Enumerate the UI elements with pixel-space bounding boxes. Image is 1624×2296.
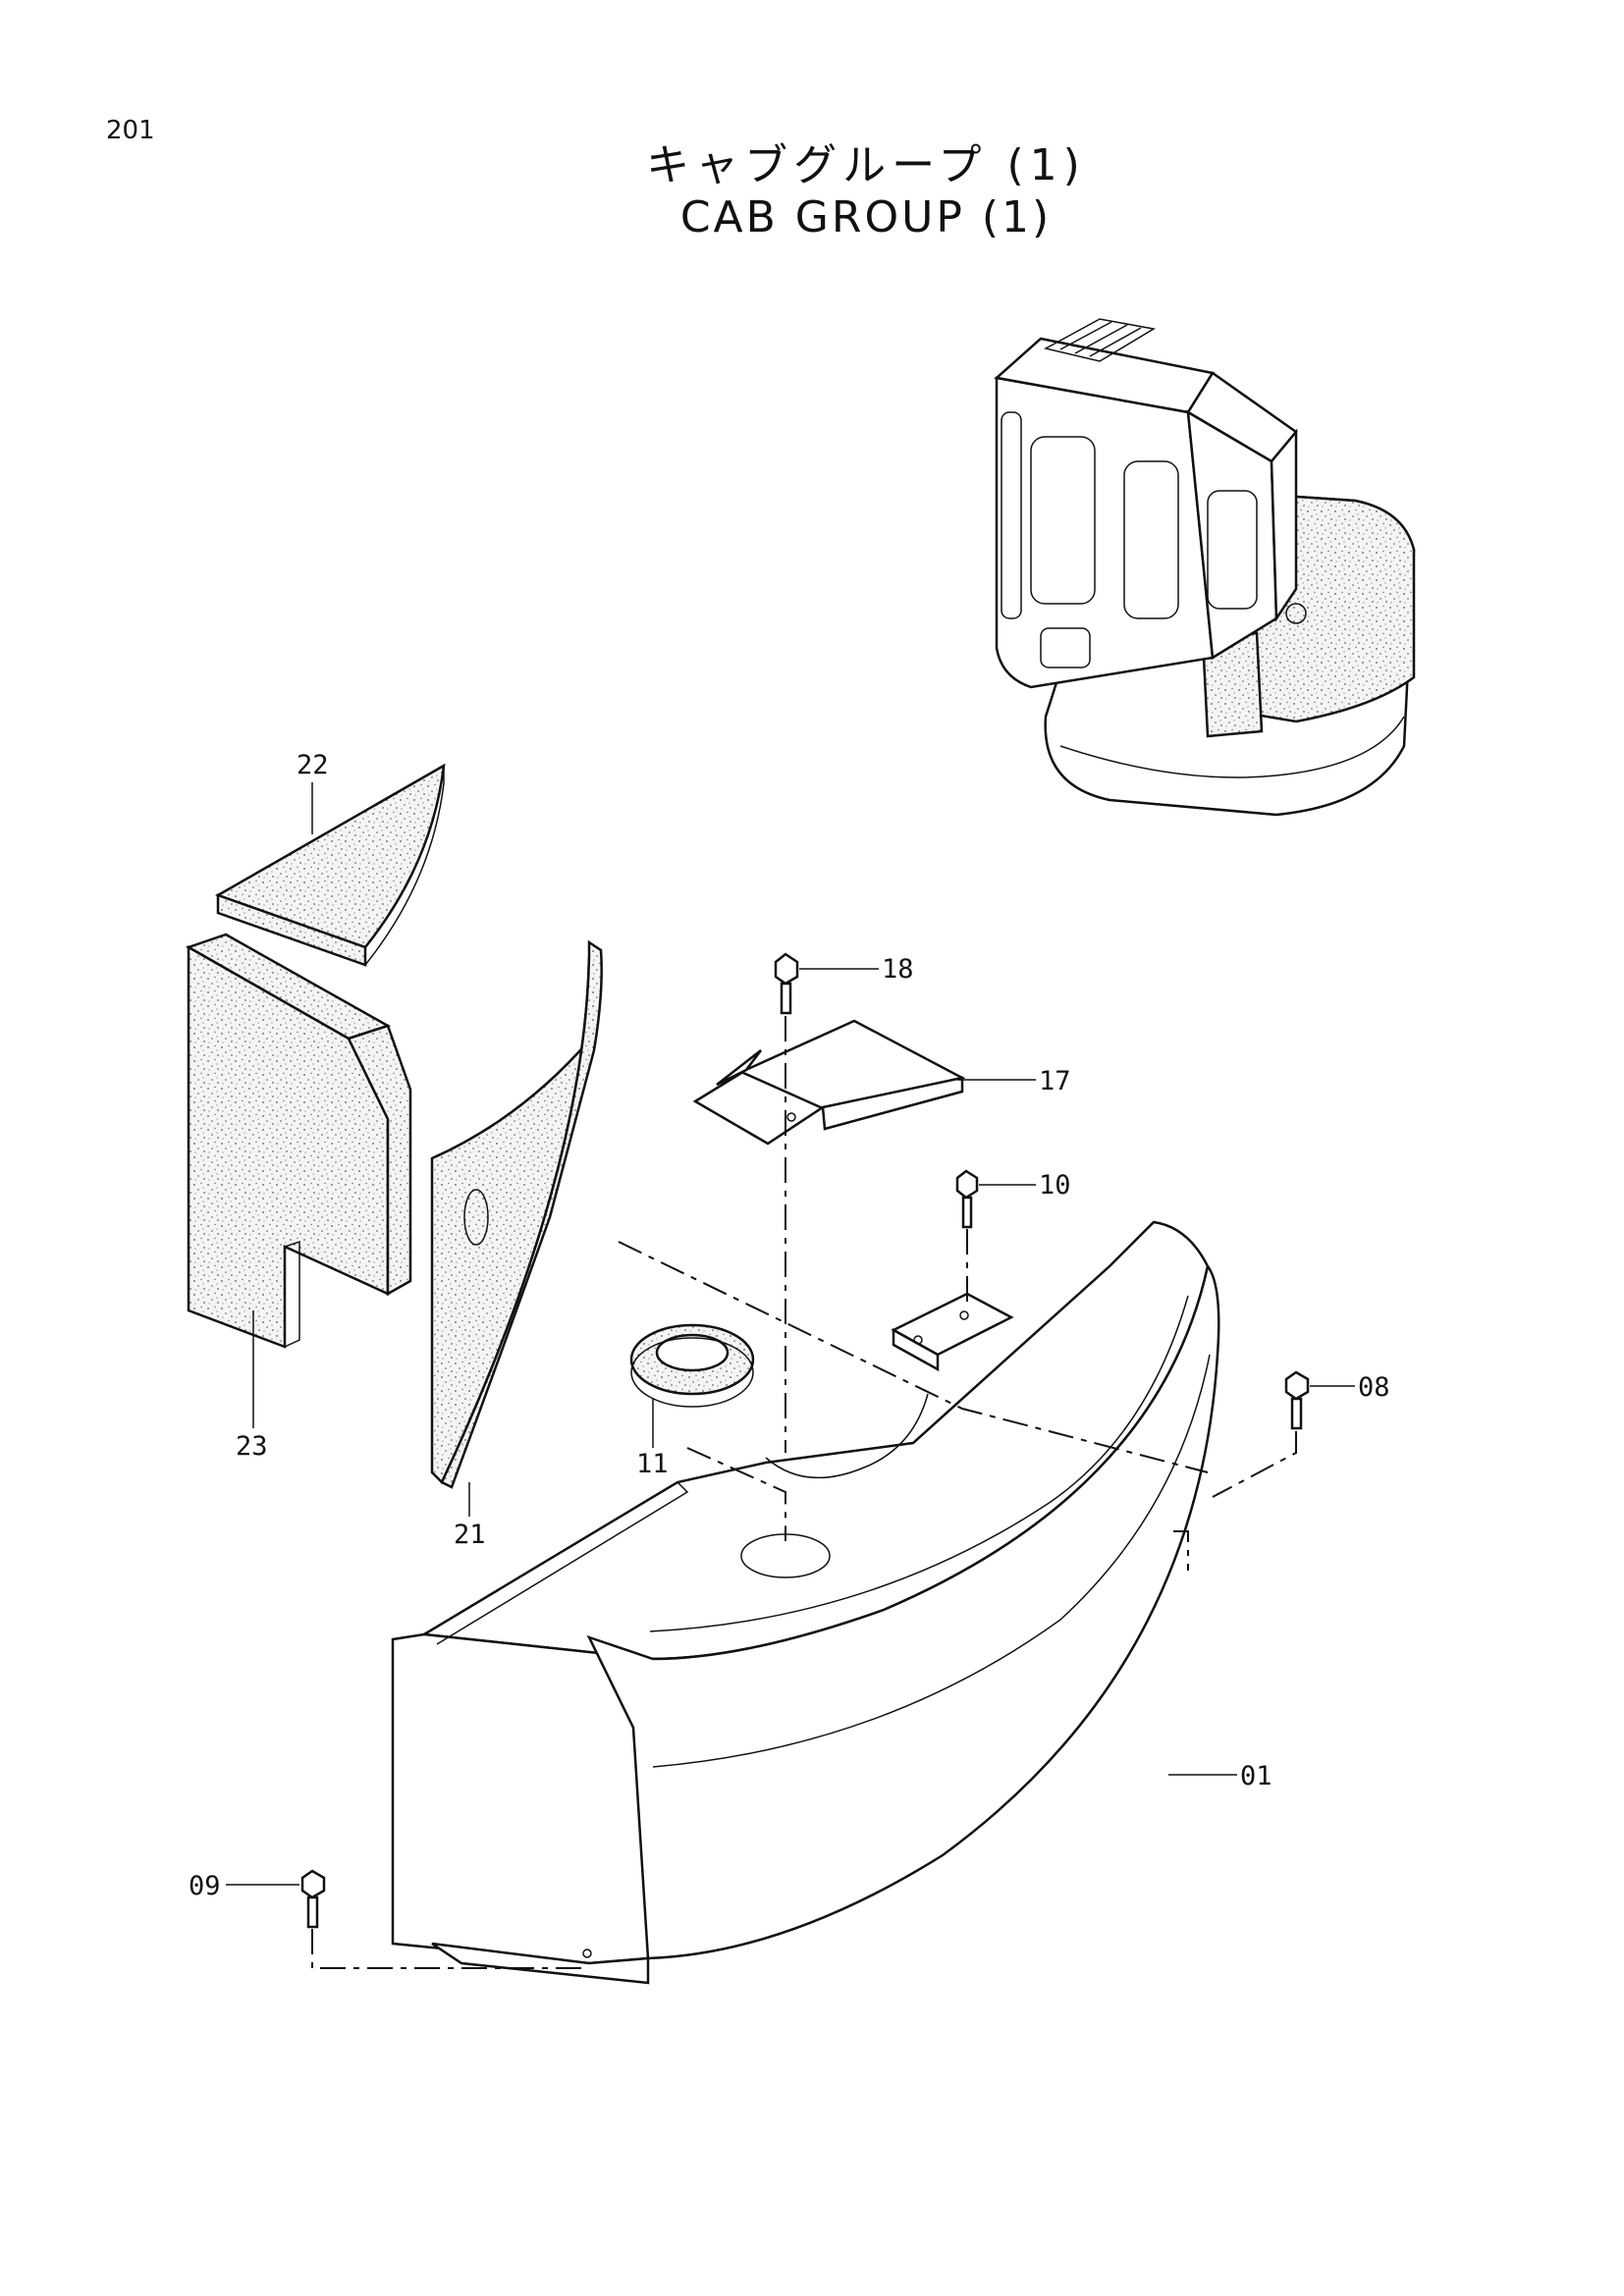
callout-21: 21 (454, 1520, 486, 1550)
part-21-foam-panel (430, 939, 603, 1489)
part-01-counterweight (391, 1220, 1220, 1985)
callout-22: 22 (297, 750, 329, 780)
callout-01: 01 (1240, 1761, 1272, 1791)
callout-11: 11 (636, 1449, 669, 1479)
callout-10: 10 (1039, 1170, 1071, 1201)
part-22-foam-pad (215, 763, 446, 967)
part-23-foam-block (185, 933, 412, 1349)
callout-08: 08 (1358, 1372, 1390, 1403)
machine-overview-illustration (994, 318, 1416, 817)
part-08-bolt (1284, 1370, 1310, 1430)
part-11-grommet (629, 1323, 755, 1408)
small-plate (891, 1292, 1014, 1372)
part-10-bolt (955, 1169, 979, 1229)
part-09-bolt (300, 1869, 326, 1929)
callout-18: 18 (882, 954, 914, 985)
page-number: 201 (106, 116, 155, 145)
callout-17: 17 (1039, 1066, 1071, 1096)
page-title-japanese: キャブグループ (1) (646, 140, 1086, 190)
callout-09: 09 (189, 1871, 221, 1901)
callout-labels: 22 23 21 11 18 17 10 08 01 09 (189, 750, 1390, 1901)
part-17-bracket (692, 1019, 966, 1146)
page-title-english: CAB GROUP (1) (679, 192, 1053, 242)
part-18-bolt (774, 952, 799, 1015)
callout-23: 23 (236, 1431, 268, 1462)
assembly-lines (311, 1016, 1297, 1969)
leader-lines (226, 782, 1355, 1886)
